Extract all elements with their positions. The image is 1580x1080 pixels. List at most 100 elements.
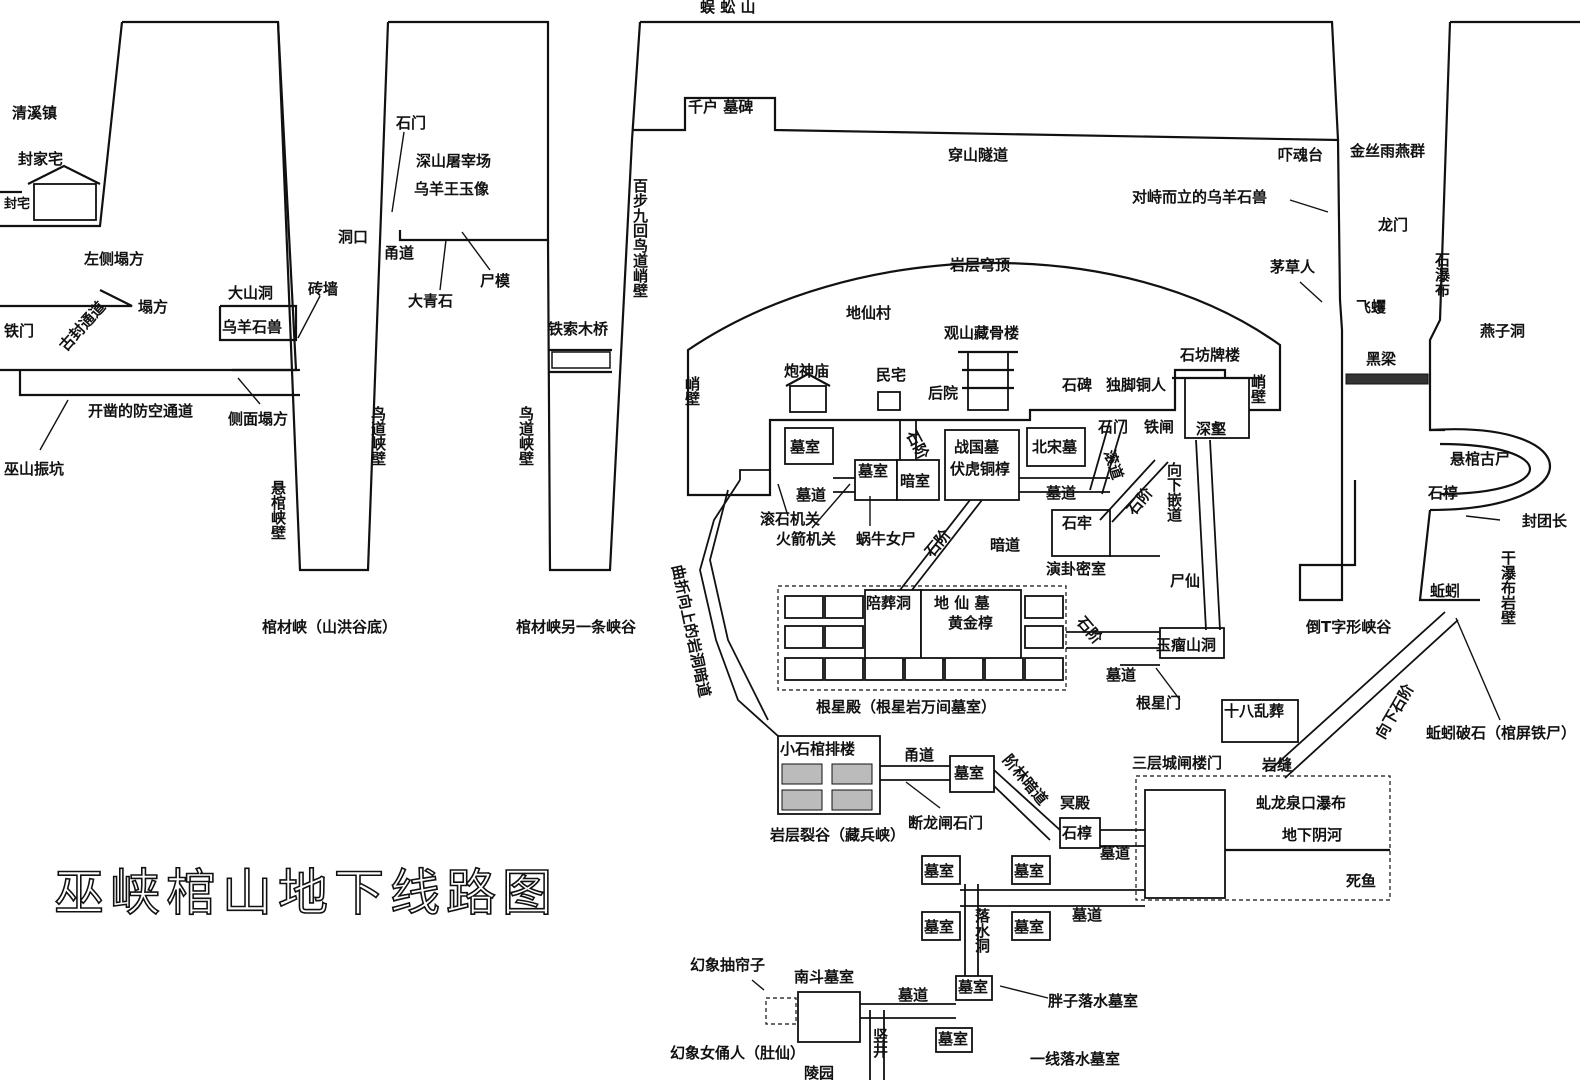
label-houyuan: 后院 bbox=[928, 384, 958, 402]
tomb-cells bbox=[784, 595, 1064, 681]
label-fengjia: 封家宅 bbox=[18, 150, 63, 168]
label-tiezha: 铁闸 bbox=[1144, 418, 1174, 436]
label-ganpubu-yanbi: 干瀑布岩壁 bbox=[1499, 550, 1517, 625]
label-yongdao2: 甬道 bbox=[904, 746, 934, 764]
label-andao: 暗道 bbox=[990, 536, 1020, 554]
label-zhanguomu: 战国墓 bbox=[954, 438, 1000, 456]
central-passages bbox=[699, 419, 1225, 737]
label-gunshi-jiguan: 滚石机关 bbox=[760, 510, 820, 528]
label-zhuanqiang: 砖墙 bbox=[308, 280, 338, 298]
label-yuluoshandong: 玉瘤山洞 bbox=[1156, 636, 1216, 654]
label-shiba-luanzang: 十八乱葬 bbox=[1224, 702, 1284, 720]
label-mingdian: 冥殿 bbox=[1060, 794, 1091, 812]
label-yanceng-qiongding: 岩层穹顶 bbox=[949, 256, 1010, 274]
lower-complex bbox=[765, 428, 1551, 1080]
label-xuanguan-xiabi: 悬棺峡壁 bbox=[269, 479, 287, 540]
label-xiabian: 一线落水墓室 bbox=[1030, 1050, 1120, 1068]
map-labels: 蜈 蚣 山 清溪镇 封家宅 封宅 左侧塌方 塌方 铁门 古封通道 开凿的防空通道… bbox=[4, 0, 1576, 1080]
label-shenxue: 深壑 bbox=[1196, 420, 1227, 438]
label-paoshenmiao: 炮神庙 bbox=[784, 362, 829, 380]
label-shiguo2: 石椁 bbox=[1427, 484, 1458, 502]
label-fuhu-tongguo: 伏虎铜椁 bbox=[950, 460, 1010, 478]
label-jielin-andao: 阶林暗道 bbox=[999, 751, 1051, 809]
label-zuoce-tanfang: 左侧塌方 bbox=[83, 250, 144, 268]
label-yancengliegu: 岩层裂谷（藏兵峡） bbox=[769, 826, 905, 844]
label-xiaoshi-paifang: 小石棺排楼 bbox=[780, 740, 855, 758]
map-title: 巫峡棺山地下线路图 bbox=[54, 864, 558, 922]
label-jinsi-yuyanqun: 金丝雨燕群 bbox=[1349, 142, 1425, 160]
label-heiliang: 黑梁 bbox=[1366, 350, 1397, 368]
label-chuanshan-suidao: 穿山隧道 bbox=[948, 146, 1008, 164]
label-genxingmen: 根星门 bbox=[1136, 694, 1181, 712]
label-anshi: 暗室 bbox=[900, 472, 930, 490]
label-shifang-pailou: 石坊牌楼 bbox=[1179, 346, 1240, 364]
pointer-arrows bbox=[39, 131, 1501, 999]
label-duanlongzha: 断龙闸石门 bbox=[908, 814, 983, 832]
label-dixia-yinhe: 地下阴河 bbox=[1282, 826, 1342, 844]
label-tanfang: 塌方 bbox=[138, 298, 168, 316]
label-shimen2: 石门 bbox=[1097, 418, 1128, 436]
label-yongdao1: 甬道 bbox=[384, 244, 414, 262]
label-beisongmu: 北宋墓 bbox=[1032, 438, 1078, 456]
label-woniu-nushi: 蜗牛女尸 bbox=[856, 530, 916, 548]
label-yanfeng: 岩缝 bbox=[1261, 756, 1292, 774]
root-star-hall bbox=[777, 585, 1067, 691]
label-mushi5: 墓室 bbox=[1013, 862, 1044, 880]
label-tiesuo-muqiao: 铁索木桥 bbox=[548, 320, 609, 338]
label-huangjinguo: 黄金椁 bbox=[948, 614, 993, 632]
label-mushi7: 墓室 bbox=[1013, 918, 1044, 936]
label-huanxiang-ganzi: 幻象抽帘子 bbox=[690, 956, 765, 974]
label-mushi1: 墓室 bbox=[789, 438, 820, 456]
label-sanceng-chenglou: 三层城闸楼门 bbox=[1132, 754, 1222, 772]
label-mushi9: 墓室 bbox=[937, 1030, 968, 1048]
label-yanguami: 演卦密室 bbox=[1046, 560, 1106, 578]
label-mushi2: 墓室 bbox=[857, 462, 888, 480]
label-qiulong-quankou: 虬龙泉口瀑布 bbox=[1256, 794, 1346, 812]
label-mudao5: 墓道 bbox=[1071, 906, 1102, 924]
label-mushi8: 墓室 bbox=[957, 978, 988, 996]
label-mudao6: 墓道 bbox=[897, 986, 928, 1004]
label-guancaixia-other: 棺材峡另一条峡谷 bbox=[516, 618, 637, 636]
label-cemian-tanfang: 侧面塌方 bbox=[228, 410, 288, 428]
label-daot-xia: 倒T字形峡谷 bbox=[1305, 618, 1392, 636]
label-dixianmu: 地 仙 墓 bbox=[934, 594, 990, 612]
label-dongkou: 洞口 bbox=[338, 228, 368, 246]
label-dujiao-tongren: 独脚铜人 bbox=[1106, 376, 1167, 394]
label-xuanguan-gushi: 悬棺古尸 bbox=[1450, 450, 1510, 468]
label-mushi4: 墓室 bbox=[923, 862, 954, 880]
label-qiuyin-poshi: 蚯蚓破石（棺屏铁尸） bbox=[1426, 724, 1576, 742]
label-qingxi: 清溪镇 bbox=[12, 104, 57, 122]
label-mushi6: 墓室 bbox=[923, 918, 954, 936]
label-xiabi-right: 峭壁 bbox=[1249, 373, 1267, 404]
label-kaizao: 开凿的防空通道 bbox=[88, 402, 193, 420]
cave-dome bbox=[686, 262, 1282, 497]
label-guanshan-canggulou: 观山藏骨楼 bbox=[944, 324, 1019, 342]
label-peizangdong: 陪葬洞 bbox=[866, 594, 911, 612]
label-mudao2: 墓道 bbox=[1045, 484, 1076, 502]
label-duizhi-wuyang: 对峙而立的乌羊石兽 bbox=[1132, 188, 1267, 206]
label-mudao3: 墓道 bbox=[1105, 666, 1136, 684]
label-xiangxia-shijie: 向下石阶 bbox=[1372, 680, 1418, 742]
label-xiangxia-qiandao: 向下嵌道 bbox=[1165, 461, 1183, 522]
label-yanbi-bianfu: 蚯蚓 bbox=[1430, 582, 1460, 600]
village-buildings bbox=[27, 164, 1262, 439]
label-shibei: 石碑 bbox=[1061, 376, 1092, 394]
label-shiguo: 石椁 bbox=[1061, 824, 1092, 842]
label-shixian: 尸仙 bbox=[1170, 572, 1200, 590]
label-xiahuntai: 吓魂台 bbox=[1278, 146, 1323, 164]
label-mendoor: 铁门 bbox=[4, 322, 34, 340]
label-yanzidong: 燕子洞 bbox=[1480, 322, 1525, 340]
label-mudao4: 墓道 bbox=[1099, 844, 1130, 862]
label-top-mountain: 蜈 蚣 山 bbox=[700, 0, 755, 16]
label-minzhai: 民宅 bbox=[876, 366, 906, 384]
label-feixie: 飞蠼 bbox=[1356, 298, 1387, 316]
label-mushi3: 墓室 bbox=[953, 764, 984, 782]
label-shimen1: 石门 bbox=[395, 114, 426, 132]
label-gundao: 滚道 bbox=[1100, 448, 1126, 482]
label-wuyangwang-yuxiang: 乌羊王玉像 bbox=[414, 180, 490, 198]
label-mudao1: 墓道 bbox=[795, 486, 826, 504]
label-shijie1: 石阶 bbox=[902, 427, 933, 464]
label-luoshuidong: 落水洞 bbox=[973, 907, 991, 954]
label-quzhe-xiangshang: 曲折向上的岩洞暗道 bbox=[668, 563, 714, 699]
